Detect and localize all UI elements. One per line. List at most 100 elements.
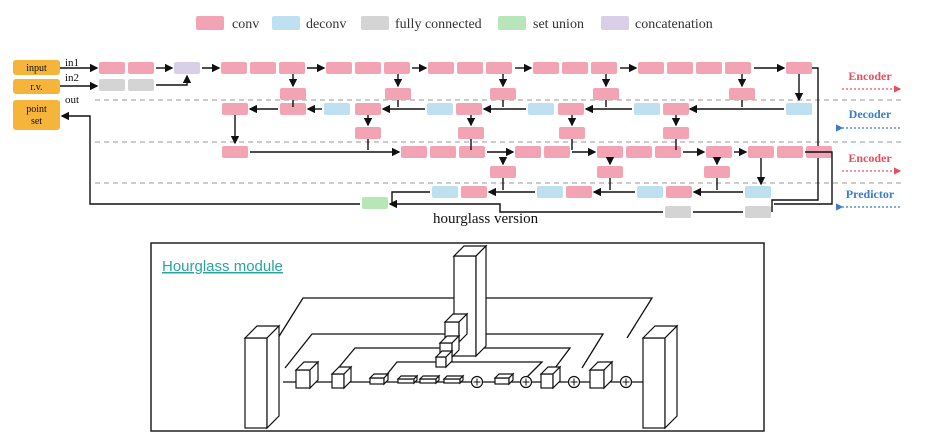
- block-111: [745, 186, 771, 198]
- block-50: [528, 103, 554, 115]
- conv-block-40: [593, 88, 619, 100]
- caption: hourglass version: [433, 211, 539, 227]
- legend-concat-label: concatenation: [635, 17, 713, 32]
- hg-block-23: [295, 369, 311, 389]
- block-106: [461, 186, 487, 198]
- hg-large-block-5: [244, 337, 268, 429]
- conv-block-0: [99, 62, 125, 74]
- input-box: [13, 60, 60, 75]
- io-boxes: input r.v. point set in1 in2 out: [13, 57, 79, 130]
- block-53: [663, 103, 689, 115]
- legend-fc-swatch: [361, 16, 389, 30]
- edge-125: [60, 111, 360, 205]
- block-54: [786, 103, 812, 115]
- hg-block-44: [540, 373, 554, 389]
- block-109: [637, 186, 663, 198]
- block-52: [634, 103, 660, 115]
- hg-top-block-side-13: [475, 244, 487, 358]
- block-47: [355, 103, 381, 115]
- fc-block-113: [745, 206, 771, 218]
- block-107: [537, 186, 563, 198]
- conv-block-82: [626, 146, 652, 158]
- legend-concat-swatch: [601, 16, 629, 30]
- conv-block-42: [729, 88, 755, 100]
- hg-flat-block-side-43: [508, 372, 514, 386]
- edge-117: [391, 191, 430, 204]
- hg-block-side-25: [309, 360, 319, 390]
- conv-block-80: [544, 146, 570, 158]
- conv-block-12: [279, 62, 305, 74]
- hg-block-side-46: [552, 365, 561, 390]
- conv-block-26: [786, 62, 812, 74]
- conv-block-38: [490, 88, 516, 100]
- conv-block-77: [430, 146, 456, 158]
- conv-block-10: [221, 62, 247, 74]
- conv-block-83: [655, 146, 681, 158]
- out-label: out: [65, 94, 79, 106]
- conv-block-67: [355, 127, 381, 139]
- conv-block-34: [280, 88, 306, 100]
- conv-block-13: [326, 62, 352, 74]
- block-46: [324, 103, 350, 115]
- fc-block-3: [128, 79, 154, 91]
- conv-block-17: [457, 62, 483, 74]
- block-49: [456, 103, 482, 115]
- hg-flat-block-side-31: [383, 372, 389, 386]
- hg-large-block-side-10: [664, 324, 678, 430]
- in2-label: in2: [65, 72, 79, 84]
- legend-deconv-label: deconv: [306, 17, 346, 32]
- conv-block-20: [562, 62, 588, 74]
- concat-block-4: [174, 62, 200, 74]
- legend-set-union-swatch: [498, 16, 526, 30]
- conv-block-19: [533, 62, 559, 74]
- hourglass-title: Hourglass module: [162, 258, 283, 275]
- conv-block-25: [725, 62, 751, 74]
- point-set-label-line2: set: [31, 116, 42, 127]
- conv-block-73: [663, 127, 689, 139]
- conv-block-86: [777, 146, 803, 158]
- set-union-block-123: [362, 197, 388, 209]
- block-105: [432, 186, 458, 198]
- legend-fc-label: fully connected: [395, 17, 482, 32]
- in1-label: in1: [65, 57, 79, 69]
- conv-block-75: [222, 146, 248, 158]
- block-48: [427, 103, 453, 115]
- hg-large-block-side-7: [266, 324, 280, 430]
- edge-122: [392, 203, 663, 213]
- conv-block-81: [597, 146, 623, 158]
- encoder-2-label: Encoder: [848, 151, 892, 165]
- legend-conv-label: conv: [232, 17, 259, 32]
- conv-block-36: [385, 88, 411, 100]
- conv-block-76: [401, 146, 427, 158]
- edge-8: [156, 74, 192, 86]
- conv-block-84: [706, 146, 732, 158]
- conv-block-21: [591, 62, 617, 74]
- block-51: [558, 103, 584, 115]
- hg-flat-block-side-34: [413, 374, 418, 385]
- conv-block-24: [696, 62, 722, 74]
- edge-32: [771, 67, 819, 212]
- conv-block-85: [748, 146, 774, 158]
- hg-block-side-49: [603, 360, 613, 390]
- legend: conv deconv fully connected set union co…: [196, 16, 713, 32]
- point-set-box: [13, 100, 60, 130]
- fc-block-2: [99, 79, 125, 91]
- network-blocks: [60, 62, 833, 218]
- conv-block-71: [559, 127, 585, 139]
- skip-4-3: [383, 361, 544, 379]
- conv-block-15: [384, 62, 410, 74]
- conv-block-1: [128, 62, 154, 74]
- block-108: [566, 186, 592, 198]
- fc-block-112: [665, 206, 691, 218]
- hg-small-block-side-22: [445, 349, 453, 369]
- hg-flat-block-41: [494, 377, 510, 385]
- input-label: input: [26, 63, 47, 74]
- conv-block-101: [597, 166, 623, 178]
- conv-block-103: [704, 166, 730, 178]
- encoder-1-label: Encoder: [848, 69, 892, 83]
- stage-labels: Encoder Decoder Encoder Predictor: [836, 69, 902, 211]
- block-44: [222, 103, 248, 115]
- hg-block-26: [331, 373, 345, 389]
- point-set-label: point: [26, 104, 47, 115]
- rv-label: r.v.: [30, 82, 42, 93]
